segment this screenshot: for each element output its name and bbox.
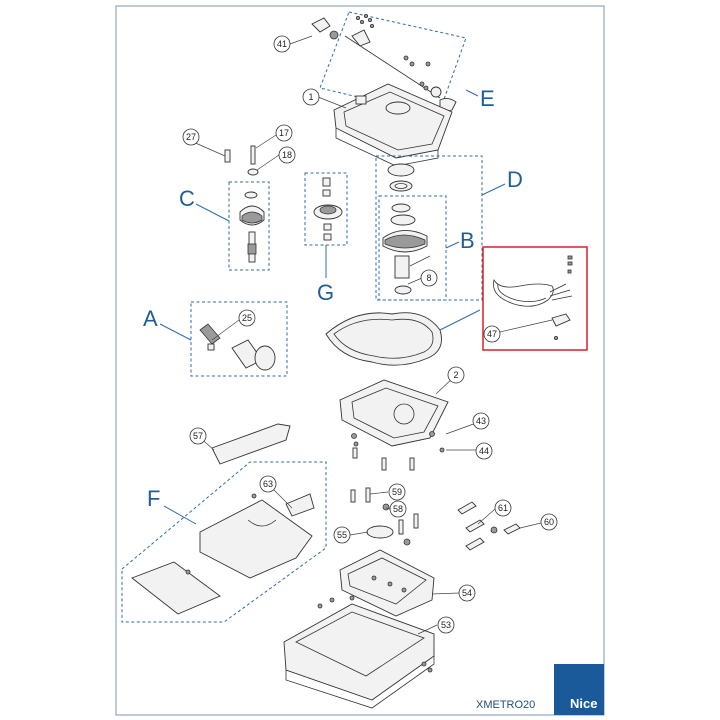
group-c-parts xyxy=(224,145,270,271)
brand-logo: Nice xyxy=(554,664,604,715)
svg-text:44: 44 xyxy=(479,446,489,456)
group-letter-a: A xyxy=(143,306,158,331)
svg-text:47: 47 xyxy=(487,329,497,339)
svg-text:58: 58 xyxy=(393,504,403,514)
svg-text:17: 17 xyxy=(279,128,289,138)
callout-57: 57 xyxy=(189,427,207,445)
control-module-part xyxy=(339,549,435,617)
group-e-leader xyxy=(465,89,479,97)
highlighted-cable-kit xyxy=(482,246,588,351)
callout-47: 47 xyxy=(483,325,501,343)
drawing-code: XMETRO20 xyxy=(476,699,535,711)
fastener-parts xyxy=(350,487,521,551)
callout-63: 63 xyxy=(259,475,277,493)
main-housing-part xyxy=(333,83,453,167)
svg-text:53: 53 xyxy=(441,620,451,630)
svg-text:18: 18 xyxy=(282,150,292,160)
svg-text:25: 25 xyxy=(242,313,252,323)
group-d-seal-leader xyxy=(439,309,481,331)
callout-25: 25 xyxy=(238,309,256,327)
callout-53: 53 xyxy=(437,616,455,634)
group-e-parts xyxy=(311,11,467,117)
group-letter-g: G xyxy=(317,280,334,305)
group-a-parts xyxy=(190,301,288,377)
group-d-parts xyxy=(325,155,483,366)
callout-17: 17 xyxy=(275,124,293,142)
brand-logo-background xyxy=(554,664,604,715)
svg-text:2: 2 xyxy=(453,370,458,380)
svg-text:59: 59 xyxy=(392,487,402,497)
group-letter-e: E xyxy=(480,86,495,111)
group-f-parts xyxy=(121,461,327,623)
group-letter-f: F xyxy=(147,486,160,511)
callout-27: 27 xyxy=(182,128,200,146)
sheet-frame xyxy=(115,5,605,716)
svg-text:41: 41 xyxy=(277,39,287,49)
base-box-part xyxy=(283,595,435,709)
callout-43: 43 xyxy=(472,412,490,430)
highlight-box xyxy=(482,246,588,351)
callout-41: 41 xyxy=(273,35,291,53)
callout-18: 18 xyxy=(278,146,296,164)
callout-8: 8 xyxy=(420,269,438,287)
svg-text:27: 27 xyxy=(186,132,196,142)
group-letter-b: B xyxy=(460,228,475,253)
group-a-leader xyxy=(159,323,192,341)
group-c-leader xyxy=(195,203,230,222)
callout-2: 2 xyxy=(447,366,465,384)
group-letter-c: C xyxy=(179,186,195,211)
svg-text:1: 1 xyxy=(308,92,313,102)
callout-leaders xyxy=(190,35,553,635)
svg-text:54: 54 xyxy=(462,588,472,598)
callout-60: 60 xyxy=(540,513,558,531)
svg-text:63: 63 xyxy=(263,479,273,489)
callout-55: 55 xyxy=(333,526,351,544)
group-g-parts xyxy=(304,172,348,246)
svg-text:61: 61 xyxy=(498,503,508,513)
callout-54: 54 xyxy=(458,584,476,602)
gear-cover-part xyxy=(339,379,449,471)
callout-61: 61 xyxy=(494,499,512,517)
callout-1: 1 xyxy=(302,88,320,106)
svg-text:8: 8 xyxy=(426,273,431,283)
group-d-leader xyxy=(481,183,506,196)
svg-text:55: 55 xyxy=(337,530,347,540)
group-letter-d: D xyxy=(507,167,523,192)
svg-text:57: 57 xyxy=(193,431,203,441)
svg-text:60: 60 xyxy=(544,517,554,527)
callout-44: 44 xyxy=(475,442,493,460)
bracket-part xyxy=(211,423,291,465)
brand-logo-text: Nice xyxy=(570,696,597,711)
callout-59: 59 xyxy=(388,483,406,501)
callout-58: 58 xyxy=(389,500,407,518)
group-b-leader xyxy=(445,241,460,249)
group-f-leader xyxy=(163,505,197,525)
svg-text:43: 43 xyxy=(476,416,486,426)
